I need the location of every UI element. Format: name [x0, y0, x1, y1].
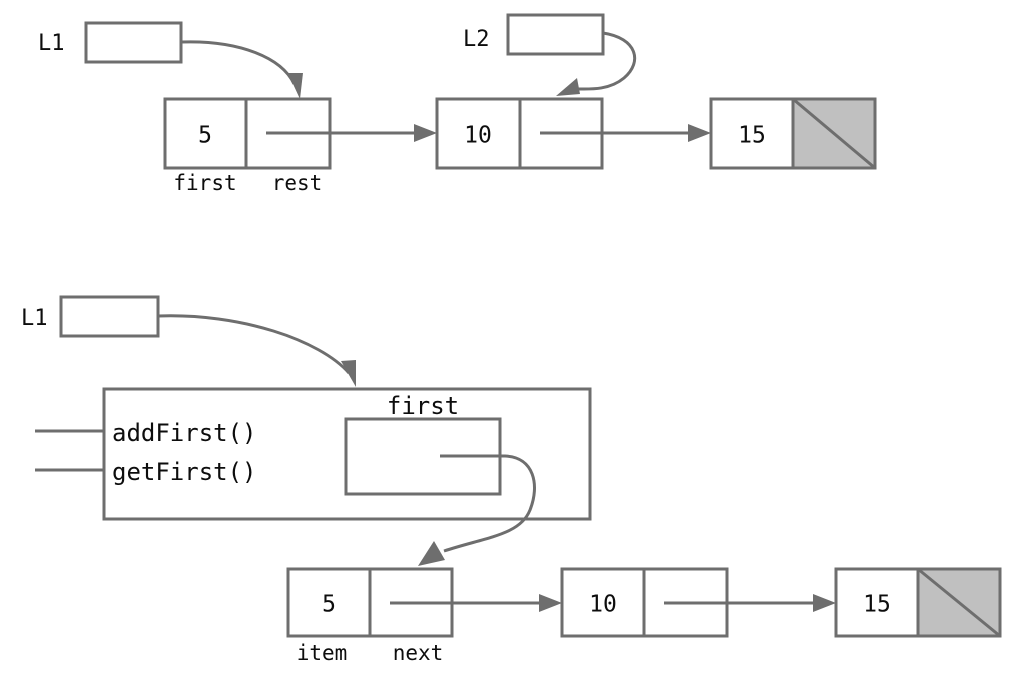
link-10-to-15-bottom: [727, 594, 836, 612]
method-label-getfirst: getFirst(): [112, 458, 257, 486]
field-label-next-bottom: next: [393, 641, 444, 665]
field-box-first: [344, 417, 502, 496]
field-label-rest-top: rest: [272, 171, 323, 195]
variable-L1-top: L1: [38, 21, 303, 99]
node-10-top: 10: [435, 97, 604, 170]
node-15-value-top: 15: [738, 123, 766, 149]
node-15-null-slash-top: [792, 97, 876, 170]
link-arrowhead-10-15-bottom: [813, 594, 836, 612]
node-10-value-top: 10: [464, 123, 492, 149]
link-5-to-10-bottom: [452, 594, 562, 612]
method-label-addfirst: addFirst(): [112, 419, 257, 447]
variable-L2-top: L2: [463, 13, 637, 96]
node-15-null-slash-bottom: [917, 567, 1001, 638]
node-15-bottom: 15: [834, 567, 1002, 638]
variable-label-L2-top: L2: [463, 27, 490, 52]
variable-label-L1-bottom: L1: [21, 306, 48, 331]
pointer-arrowhead-L1-bottom: [341, 360, 356, 387]
pointer-arrowhead-L1-top: [288, 73, 303, 99]
node-15-value-bottom: 15: [863, 592, 891, 618]
node-10-bottom: 10: [560, 567, 729, 638]
node-15-top: 15: [709, 97, 877, 170]
variable-box-L1-top: [84, 21, 183, 64]
node-5-bottom: 5 item next: [286, 567, 454, 665]
node-5-top: 5 first rest: [163, 97, 332, 195]
link-arrowhead-5-10-bottom: [539, 594, 562, 612]
variable-L1-bottom: L1: [21, 295, 356, 387]
link-5-to-10-top: [330, 124, 437, 142]
list-object-box: addFirst() getFirst() first: [35, 387, 592, 566]
node-5-value-bottom: 5: [322, 592, 336, 618]
node-5-value-top: 5: [198, 123, 212, 149]
pointer-curve-L1-top: [180, 40, 296, 85]
bottom-panel: L1 addFirst() getFirst() first 5: [21, 295, 1002, 665]
variable-box-L1-bottom: [59, 295, 160, 338]
pointer-curve-first-field: [440, 454, 536, 553]
field-label-item-bottom: item: [297, 641, 348, 665]
variable-label-L1-top: L1: [38, 31, 65, 56]
link-10-to-15-top: [602, 124, 711, 142]
variable-box-L2-top: [506, 13, 605, 56]
field-label-first-top: first: [173, 171, 236, 195]
pointer-arrowhead-L2-top: [556, 78, 580, 96]
link-arrowhead-10-15-top: [688, 124, 711, 142]
top-panel: L1 L2 5 first rest: [38, 13, 877, 195]
pointer-curve-L2-top: [565, 31, 637, 91]
pointer-curve-L1-bottom: [157, 314, 351, 374]
link-arrowhead-5-10-top: [414, 124, 437, 142]
node-10-value-bottom: 10: [589, 592, 617, 618]
pointer-arrowhead-first-field: [418, 541, 445, 566]
field-label-first-bottom: first: [387, 392, 459, 420]
